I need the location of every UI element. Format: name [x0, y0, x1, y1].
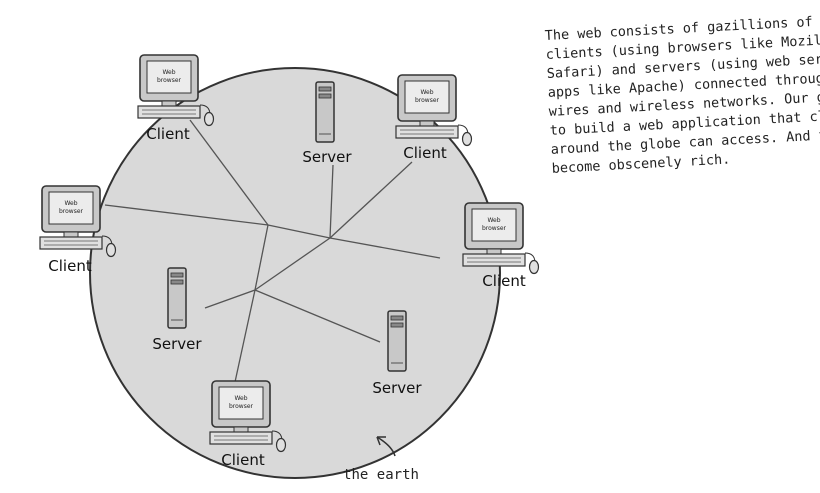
client-label: Client — [403, 144, 447, 162]
client-label: Client — [221, 451, 265, 469]
client-label: Client — [482, 272, 526, 290]
monitor-stand — [233, 426, 249, 433]
caption-arrow — [376, 436, 396, 457]
screen-text: browser — [482, 225, 507, 232]
screen — [146, 60, 192, 94]
mouse — [105, 242, 117, 258]
screen-text: browser — [59, 208, 84, 215]
client-computer: Web browser — [209, 380, 287, 453]
wire — [254, 224, 269, 291]
server-tower — [167, 267, 187, 329]
keyboard — [137, 105, 201, 119]
earth-circle — [89, 67, 501, 479]
server-label: Server — [302, 148, 352, 166]
monitor-stand — [63, 231, 79, 238]
wire — [234, 289, 256, 383]
wire — [267, 224, 331, 239]
client-computer: Web browser — [395, 74, 473, 147]
mouse — [203, 111, 215, 127]
screen-text: Web — [162, 69, 175, 76]
mouse — [275, 437, 287, 453]
caption-arrowhead — [376, 436, 386, 446]
client-computer: Web browser — [137, 54, 215, 127]
keyboard — [462, 253, 526, 267]
screen-text: Web — [420, 89, 433, 96]
monitor-stand — [419, 120, 435, 127]
client-computer: Web browser — [462, 202, 540, 275]
server-label: Server — [372, 379, 422, 397]
wire — [329, 164, 334, 239]
keyboard — [209, 431, 273, 445]
screen — [404, 80, 450, 114]
client-label: Client — [146, 125, 190, 143]
screen-text: browser — [415, 97, 440, 104]
network-wires — [104, 119, 441, 383]
screen — [48, 191, 94, 225]
wire — [329, 161, 413, 239]
wire — [189, 119, 269, 226]
server-tower — [315, 81, 335, 143]
annotation-text: The web consists of gazillions of client… — [544, 14, 820, 177]
screen — [471, 208, 517, 242]
screen-text: browser — [229, 403, 254, 410]
wire — [104, 204, 269, 226]
client-label: Client — [48, 257, 92, 275]
screen-text: Web — [234, 395, 247, 402]
monitor-stand — [161, 100, 177, 107]
screen-text: Web — [64, 200, 77, 207]
mouse — [461, 131, 473, 147]
server-label: Server — [152, 335, 202, 353]
wire — [204, 289, 256, 309]
keyboard — [39, 236, 103, 250]
screen-text: Web — [487, 217, 500, 224]
wire — [329, 237, 441, 259]
earth-caption: the earth — [343, 467, 419, 483]
server-tower — [387, 310, 407, 372]
wire — [254, 237, 331, 291]
client-computer: Web browser — [39, 185, 117, 258]
monitor-stand — [486, 248, 502, 255]
mouse — [528, 259, 540, 275]
wire — [254, 289, 381, 343]
screen — [218, 386, 264, 420]
screen-text: browser — [157, 77, 182, 84]
keyboard — [395, 125, 459, 139]
